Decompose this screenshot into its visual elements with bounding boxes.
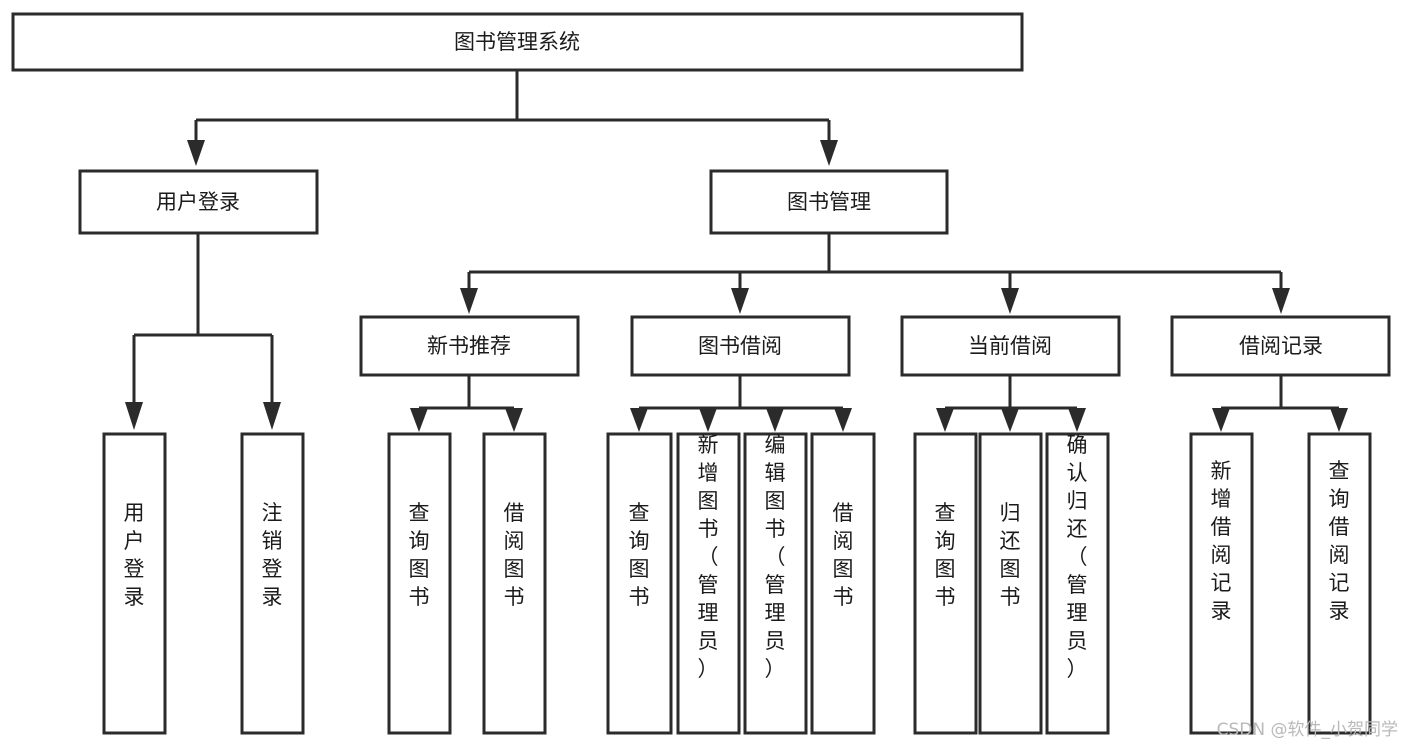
connector-group-user-login (125, 233, 281, 430)
node-root[interactable]: 图书管理系统 (11, 12, 1024, 72)
arrow-head-new-book-recommend (460, 288, 478, 314)
connector-group-book-borrow (630, 375, 852, 432)
arrow-head-borrow-record (1272, 288, 1290, 314)
node-current-borrow-label: 当前借阅 (968, 334, 1052, 358)
arrow-head-leaf-query-record (1330, 408, 1348, 432)
node-borrow-record[interactable]: 借阅记录 (1170, 315, 1391, 377)
arrow-head-leaf-confirm-return (1068, 408, 1086, 432)
connector-group-book-manage (460, 233, 1290, 314)
node-book-borrow-box[interactable] (630, 315, 851, 377)
node-borrow-record-box[interactable] (1170, 315, 1391, 377)
node-new-book-recommend[interactable]: 新书推荐 (359, 315, 580, 377)
leaf-borrow-book-1-label: 借阅图书 (504, 501, 525, 609)
leaf-query-record-box[interactable] (1307, 432, 1372, 735)
arrow-head-leaf-query-book-3 (936, 408, 954, 432)
node-root-box[interactable] (11, 12, 1024, 72)
node-new-book-recommend-label: 新书推荐 (427, 334, 511, 358)
leaf-query-book-3[interactable]: 查询图书 (913, 432, 978, 735)
arrow-head-leaf-query-book-1 (410, 408, 428, 432)
leaf-add-record-box[interactable] (1189, 432, 1254, 735)
leaf-confirm-return[interactable]: 确认归还（管理员） (1045, 432, 1110, 735)
arrow-head-book-borrow (731, 288, 749, 314)
node-borrow-record-label: 借阅记录 (1239, 334, 1323, 358)
leaf-add-record[interactable]: 新增借阅记录 (1189, 432, 1254, 735)
node-book-manage-label: 图书管理 (787, 190, 871, 214)
arrow-head-book-manage (820, 140, 838, 166)
leaf-query-book-3-label: 查询图书 (935, 501, 956, 609)
leaf-add-book-box[interactable] (676, 432, 741, 735)
leaf-edit-book-label: 编辑图书（管理员） (765, 433, 786, 681)
node-current-borrow-box[interactable] (900, 315, 1121, 377)
arrow-head-leaf-return-book (1001, 408, 1019, 432)
connector-group-new-book-recommend (410, 375, 523, 432)
leaf-return-book-label: 归还图书 (1000, 501, 1021, 609)
node-book-borrow[interactable]: 图书借阅 (630, 315, 851, 377)
arrow-head-user-login (187, 140, 205, 166)
leaf-logout[interactable]: 注销登录 (240, 432, 305, 735)
node-user-login-label: 用户登录 (156, 190, 240, 214)
leaf-add-record-label: 新增借阅记录 (1211, 459, 1232, 623)
leaf-user-login[interactable]: 用户登录 (102, 432, 167, 735)
leaf-confirm-return-label: 确认归还（管理员） (1067, 433, 1088, 681)
arrow-head-leaf-add-record (1212, 408, 1230, 432)
leaf-user-login-box[interactable] (102, 432, 167, 735)
connector-group-root (187, 70, 838, 166)
node-current-borrow[interactable]: 当前借阅 (900, 315, 1121, 377)
arrow-head-leaf-user-login (125, 402, 143, 430)
connector-group-current-borrow (936, 375, 1086, 432)
node-user-login[interactable]: 用户登录 (78, 169, 319, 235)
leaf-logout-box[interactable] (240, 432, 305, 735)
node-book-manage[interactable]: 图书管理 (709, 169, 949, 235)
leaf-edit-book-box[interactable] (743, 432, 808, 735)
leaf-query-record-label: 查询借阅记录 (1329, 459, 1350, 623)
leaf-query-book-3-box[interactable] (913, 432, 978, 735)
connector-group-borrow-record (1212, 375, 1348, 432)
leaf-logout-label: 注销登录 (262, 501, 283, 609)
csdn-watermark: CSDN @软件_小贺同学 (1217, 720, 1398, 740)
leaf-borrow-book-2[interactable]: 借阅图书 (810, 432, 876, 735)
leaf-borrow-book-1[interactable]: 借阅图书 (482, 432, 547, 735)
leaf-borrow-book-2-box[interactable] (810, 432, 876, 735)
leaf-query-book-1-box[interactable] (387, 432, 452, 735)
node-book-manage-box[interactable] (709, 169, 949, 235)
node-book-borrow-label: 图书借阅 (698, 334, 782, 358)
node-new-book-recommend-box[interactable] (359, 315, 580, 377)
arrow-head-leaf-borrow-book-2 (834, 408, 852, 432)
arrow-head-leaf-edit-book (766, 408, 784, 432)
leaf-borrow-book-2-label: 借阅图书 (833, 501, 854, 609)
arrow-head-leaf-query-book-2 (630, 408, 648, 432)
leaf-borrow-book-1-box[interactable] (482, 432, 547, 735)
arrow-head-leaf-logout (263, 402, 281, 430)
leaf-query-book-2[interactable]: 查询图书 (606, 432, 673, 735)
leaf-edit-book[interactable]: 编辑图书（管理员） (743, 432, 808, 735)
leaf-query-book-1-label: 查询图书 (409, 501, 430, 609)
arrow-head-leaf-add-book (699, 408, 717, 432)
leaf-confirm-return-box[interactable] (1045, 432, 1110, 735)
leaf-user-login-label: 用户登录 (124, 501, 145, 609)
leaf-query-book-2-box[interactable] (606, 432, 673, 735)
leaf-return-book-box[interactable] (978, 432, 1043, 735)
leaf-return-book[interactable]: 归还图书 (978, 432, 1043, 735)
node-root-label: 图书管理系统 (454, 30, 580, 54)
leaf-query-book-2-label: 查询图书 (629, 501, 650, 609)
leaf-add-book[interactable]: 新增图书（管理员） (676, 432, 741, 735)
leaf-query-record[interactable]: 查询借阅记录 (1307, 432, 1372, 735)
leaf-add-book-label: 新增图书（管理员） (698, 433, 719, 681)
node-user-login-box[interactable] (78, 169, 319, 235)
arrow-head-leaf-borrow-book-1 (505, 408, 523, 432)
arrow-head-current-borrow (1001, 288, 1019, 314)
leaf-query-book-1[interactable]: 查询图书 (387, 432, 452, 735)
